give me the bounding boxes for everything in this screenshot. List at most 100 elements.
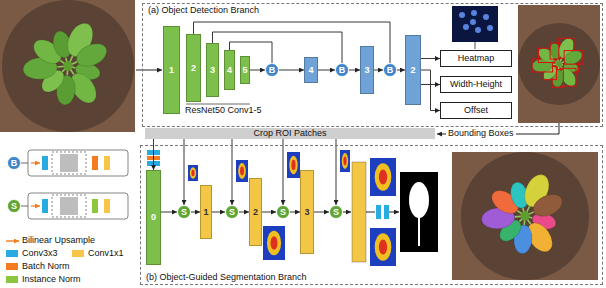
flow-arrow bbox=[389, 212, 399, 213]
circle-shape bbox=[8, 157, 21, 170]
panel-title: (b) Object-Guided Segmentation Branch bbox=[146, 273, 602, 282]
upsample-arrow bbox=[31, 205, 40, 206]
circle-letter: S bbox=[229, 208, 235, 217]
backbone-label: ResNet50 Conv1-5 bbox=[183, 106, 264, 116]
flow-arrow bbox=[290, 212, 300, 213]
feature-block bbox=[60, 154, 78, 172]
block-label: 0 bbox=[151, 213, 156, 222]
roi-heat bbox=[375, 163, 392, 190]
flow-arrow bbox=[314, 212, 329, 213]
roi-heatmap bbox=[340, 150, 350, 172]
flow-arrow bbox=[153, 139, 154, 170]
block-label: 3 bbox=[304, 208, 309, 217]
legend-row: Conv3x3 bbox=[6, 249, 58, 259]
flow-arrow bbox=[279, 70, 304, 71]
bounding-box bbox=[564, 51, 582, 65]
legend-row: Instance Norm bbox=[6, 275, 81, 285]
encoder-block: 5 bbox=[240, 56, 250, 84]
heatmap-peak bbox=[487, 25, 493, 31]
circle-letter: B bbox=[339, 66, 346, 75]
decoder-block: 2 bbox=[249, 178, 262, 246]
bracket-line bbox=[186, 104, 250, 105]
module-box bbox=[28, 193, 128, 219]
circle-letter: B bbox=[269, 66, 276, 75]
decoder-block: 1 bbox=[200, 185, 212, 239]
block-label: 4 bbox=[308, 66, 313, 75]
arrow-label: Bounding Boxes bbox=[446, 129, 516, 139]
encoder-block: 0 bbox=[146, 170, 161, 265]
circle-letter: B bbox=[11, 159, 18, 168]
skip-connection bbox=[230, 42, 273, 63]
circle-shape bbox=[178, 206, 191, 219]
flow-line bbox=[366, 212, 375, 213]
roi-heatmap bbox=[188, 165, 198, 181]
flow-arrow bbox=[212, 212, 225, 213]
soil bbox=[518, 5, 600, 123]
legend-circle: B bbox=[7, 156, 21, 170]
conv-block bbox=[384, 205, 389, 219]
roi-heatmap bbox=[370, 158, 396, 196]
dashed-group bbox=[52, 195, 86, 217]
legend-arrow bbox=[6, 237, 20, 245]
circle-shape bbox=[226, 206, 239, 219]
legend-circle: S bbox=[7, 199, 21, 213]
mask-leaf bbox=[409, 182, 429, 218]
circle-shape bbox=[330, 206, 343, 219]
conv-block bbox=[104, 156, 110, 170]
legend-text: Bilinear Upsample bbox=[22, 236, 95, 246]
leaf bbox=[530, 190, 566, 221]
circle-shape bbox=[8, 200, 21, 213]
leaf bbox=[73, 39, 110, 71]
block-label: 1 bbox=[169, 66, 174, 75]
roi-heat bbox=[342, 153, 348, 169]
legend-row: Conv1x1 bbox=[72, 249, 124, 259]
flow-arrow bbox=[262, 212, 276, 213]
block-label: Crop ROI Patches bbox=[253, 129, 326, 138]
head-box: Heatmap bbox=[440, 50, 512, 67]
conv-block bbox=[376, 205, 381, 219]
decoder-block bbox=[352, 162, 366, 262]
circle-letter: S bbox=[11, 202, 17, 211]
plant-photo bbox=[452, 152, 598, 280]
rosette-center bbox=[63, 61, 73, 71]
flow-arrow bbox=[349, 70, 360, 71]
leaf bbox=[562, 48, 584, 67]
soil bbox=[452, 152, 598, 280]
circle-shape bbox=[277, 206, 290, 219]
conv-block bbox=[104, 199, 110, 213]
encoder-block: 3 bbox=[206, 43, 219, 97]
upsample-arrow bbox=[31, 162, 40, 163]
mask-stem bbox=[418, 215, 420, 246]
head-box: Offset bbox=[440, 102, 512, 119]
circle-shape bbox=[266, 64, 279, 77]
roi-heat bbox=[291, 160, 295, 170]
block-label: 4 bbox=[227, 66, 232, 75]
roi-heat bbox=[240, 167, 244, 176]
panel-title: (a) Object Detection Branch bbox=[148, 6, 602, 15]
pot bbox=[461, 152, 589, 280]
block-label: 1 bbox=[203, 208, 208, 217]
segmentation-panel: (b) Object-Guided Segmentation Branch 0 S 1… bbox=[140, 145, 603, 285]
legend-text: Instance Norm bbox=[22, 275, 81, 285]
circle-shape bbox=[384, 64, 397, 77]
heatmap-peak bbox=[463, 24, 469, 30]
legend-text: Conv3x3 bbox=[22, 249, 58, 259]
block-label: 5 bbox=[242, 66, 247, 75]
merge-circle: B bbox=[265, 63, 279, 77]
block-label: 2 bbox=[410, 66, 415, 75]
flow-arrow bbox=[374, 70, 383, 71]
dashed-group bbox=[52, 152, 86, 174]
pot bbox=[2, 0, 134, 132]
mask-image bbox=[400, 172, 438, 252]
flow-arrow bbox=[239, 212, 249, 213]
roi-heat bbox=[379, 239, 387, 254]
roi-heat bbox=[191, 170, 194, 176]
plant-photo bbox=[518, 5, 600, 123]
heatmap-peak bbox=[470, 19, 476, 25]
label-holder: Bounding Boxes bbox=[446, 129, 516, 139]
heatmap-peak bbox=[483, 14, 489, 20]
guide-circle: S bbox=[329, 205, 343, 219]
block-label: Offset bbox=[464, 106, 488, 115]
conv-block bbox=[42, 156, 48, 170]
